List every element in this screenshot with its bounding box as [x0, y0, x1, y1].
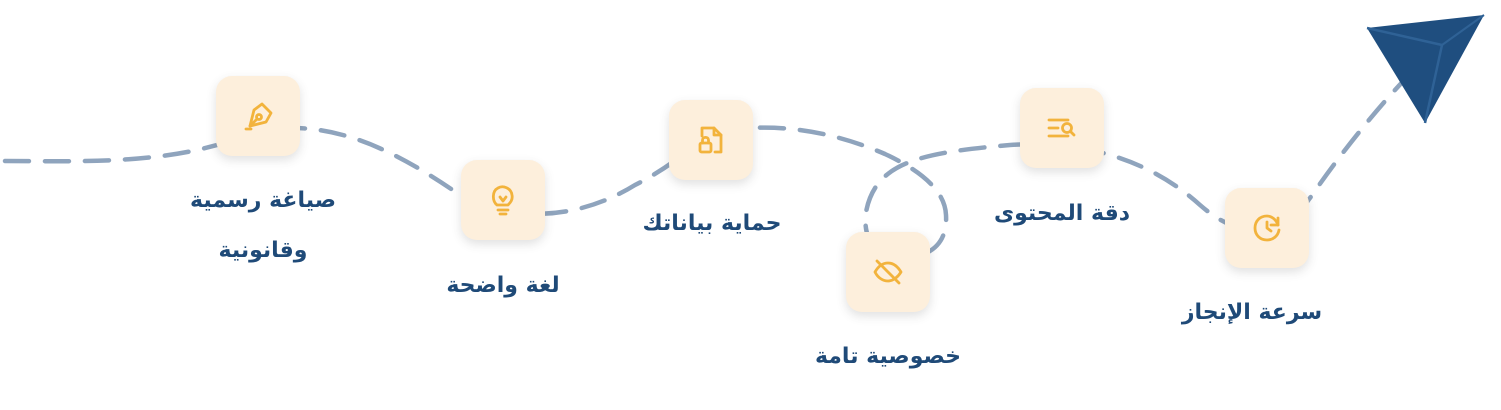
feature-label-formal-drafting: صياغة رسمية وقانونية [190, 188, 336, 263]
feature-icon-tile-data-protection [669, 100, 753, 180]
eye-off-icon [873, 259, 903, 285]
feature-icon-tile-clear-language [461, 160, 545, 240]
feature-label-full-privacy: خصوصية تامة [814, 344, 962, 369]
lightbulb-icon [491, 185, 514, 216]
feature-icon-tile-full-privacy [846, 232, 930, 312]
clock-arrow-icon [1253, 214, 1281, 242]
feature-label-clear-language: لغة واضحة [446, 273, 560, 298]
feature-icon-tile-content-accuracy [1020, 88, 1104, 168]
feature-icon-tile-fast-delivery [1225, 188, 1309, 268]
feature-label-content-accuracy: دقة المحتوى [993, 201, 1131, 226]
text-search-icon [1047, 118, 1076, 138]
pen-nib-icon [244, 102, 273, 131]
file-lock-icon [698, 126, 723, 154]
feature-label-data-protection: حماية بياناتك [642, 211, 782, 236]
feature-icon-tile-formal-drafting [216, 76, 300, 156]
paper-plane-icon [1366, 14, 1485, 124]
feature-label-fast-delivery: سرعة الإنجاز [1181, 300, 1323, 325]
dashed-route-line [2, 42, 1443, 261]
